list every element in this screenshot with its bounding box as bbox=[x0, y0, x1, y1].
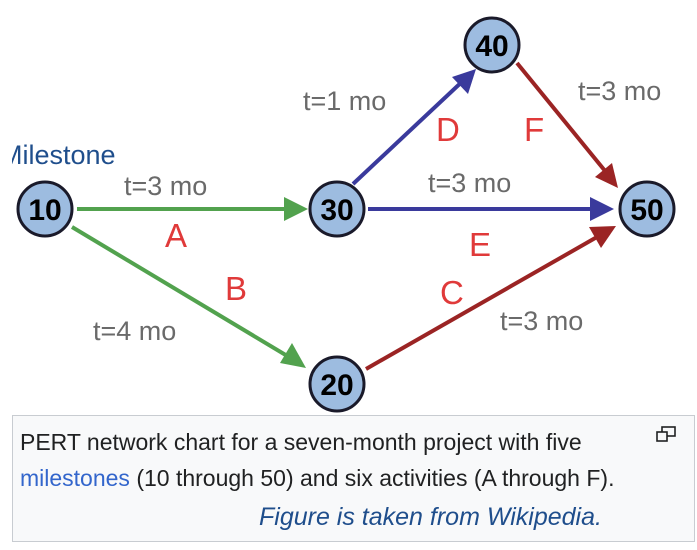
duration-f: t=3 mo bbox=[578, 76, 661, 106]
activity-e: E bbox=[469, 226, 491, 263]
node-50: 50 bbox=[618, 180, 676, 238]
node-40: 40 bbox=[463, 16, 521, 74]
caption-text-end: (10 through 50) and six activities (A th… bbox=[129, 465, 615, 491]
edge-a-arrowhead bbox=[284, 197, 308, 221]
node-30: 30 bbox=[308, 180, 366, 238]
edge-f-arrowhead bbox=[595, 163, 618, 188]
milestones-link[interactable]: milestones bbox=[20, 465, 130, 491]
node-10-label: 10 bbox=[28, 194, 61, 227]
enlarge-icon[interactable] bbox=[655, 426, 677, 444]
activity-a: A bbox=[165, 217, 187, 254]
duration-c: t=3 mo bbox=[500, 306, 583, 336]
edge-c-arrowhead bbox=[589, 226, 616, 248]
duration-b: t=4 mo bbox=[93, 316, 176, 346]
duration-d: t=1 mo bbox=[303, 86, 386, 116]
node-20-label: 20 bbox=[320, 369, 353, 402]
edge-d bbox=[351, 76, 468, 186]
duration-a: t=3 mo bbox=[124, 171, 207, 201]
activity-b: B bbox=[225, 270, 247, 307]
edge-e-arrowhead bbox=[590, 197, 614, 221]
pert-diagram: 10 30 40 50 20 Milestone t=3 mo t=4 mo t… bbox=[12, 12, 695, 416]
edge-f bbox=[515, 61, 612, 179]
node-40-label: 40 bbox=[475, 30, 508, 63]
activity-c: C bbox=[440, 274, 464, 311]
node-50-label: 50 bbox=[630, 194, 663, 227]
edge-b bbox=[70, 225, 296, 362]
activity-f: F bbox=[524, 111, 544, 148]
activity-d: D bbox=[436, 111, 460, 148]
edge-c bbox=[365, 231, 605, 371]
duration-e: t=3 mo bbox=[428, 168, 511, 198]
caption-text-start: PERT network chart for a seven-month pro… bbox=[20, 429, 582, 455]
node-10: 10 bbox=[16, 180, 74, 238]
node-20: 20 bbox=[308, 355, 366, 413]
milestone-label: Milestone bbox=[12, 140, 116, 170]
figure-caption: PERT network chart for a seven-month pro… bbox=[20, 424, 640, 496]
edge-b-arrowhead bbox=[280, 343, 306, 368]
credit-note: Figure is taken from Wikipedia. bbox=[259, 503, 602, 531]
node-30-label: 30 bbox=[320, 194, 353, 227]
pert-diagram-svg: 10 30 40 50 20 Milestone t=3 mo t=4 mo t… bbox=[12, 16, 676, 413]
edge-d-arrowhead bbox=[452, 69, 476, 94]
